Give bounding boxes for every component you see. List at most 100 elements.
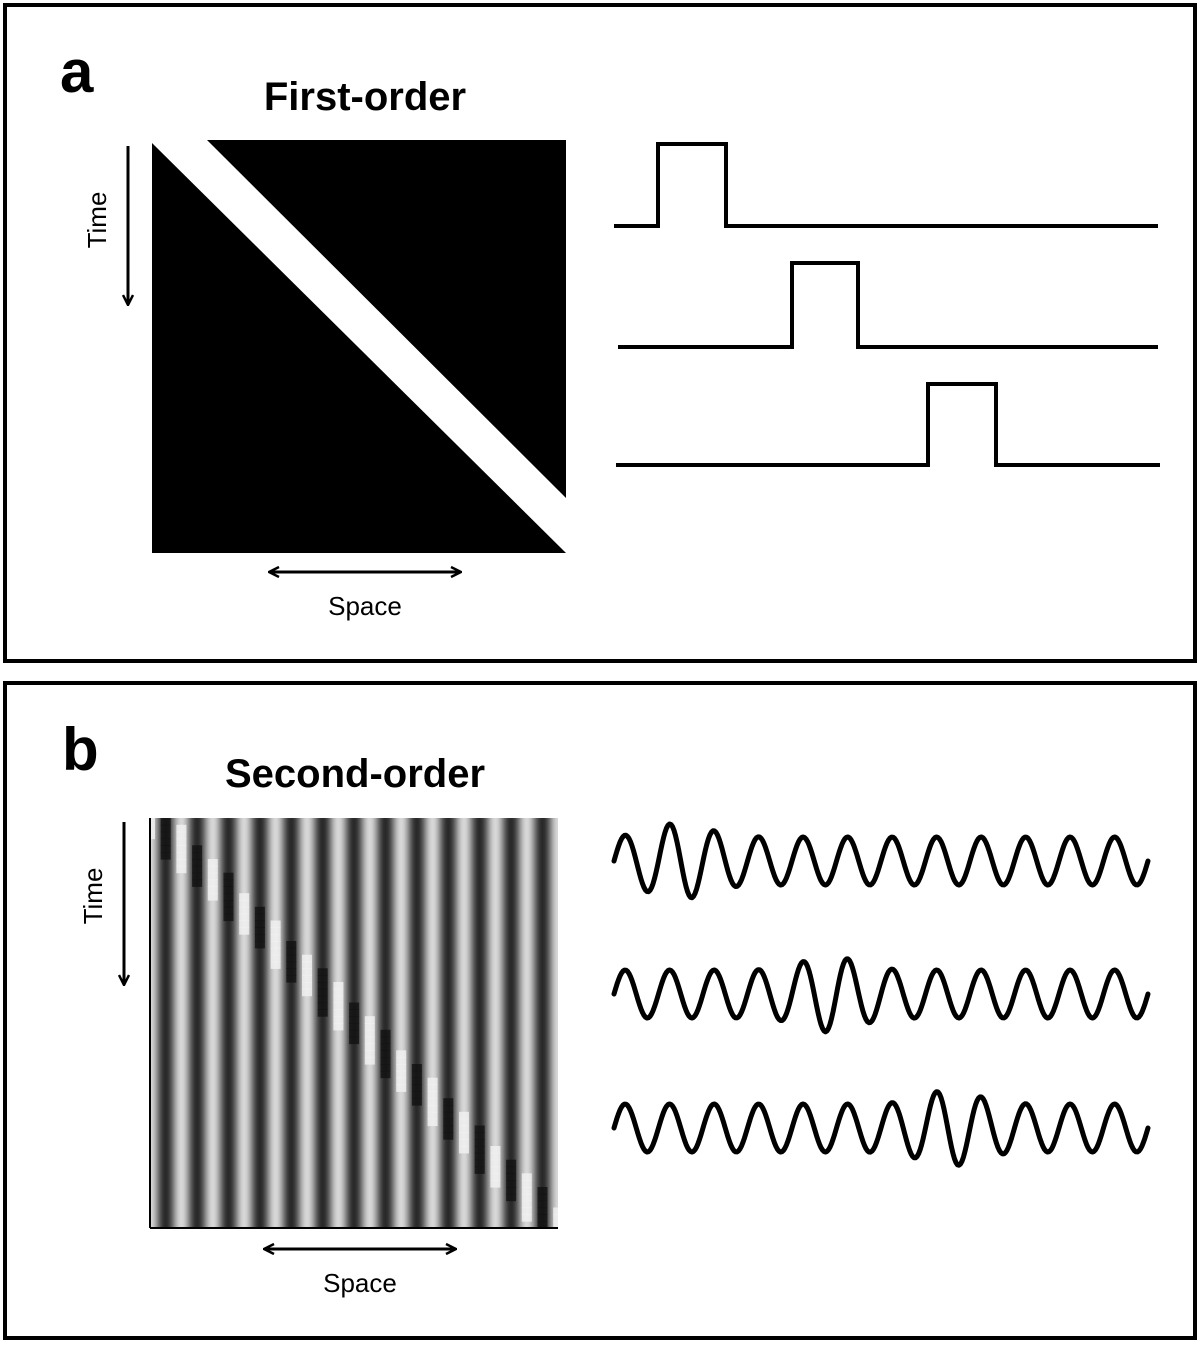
time-label: Time (78, 868, 108, 925)
modulation-patch (411, 1098, 422, 1106)
modulation-patch (176, 845, 187, 853)
modulation-patch (427, 1077, 438, 1086)
modulation-patch (349, 1029, 360, 1038)
modulation-patch (443, 1132, 454, 1140)
panel-a-title: First-order (264, 75, 466, 119)
modulation-patch (176, 859, 187, 867)
modulation-patch (192, 872, 203, 881)
modulation-patch (207, 865, 218, 874)
time-label: Time (82, 192, 112, 249)
pulse-trace (616, 382, 1160, 467)
modulation-patch (270, 920, 281, 928)
panel-a: a First-order Time Space (3, 3, 1197, 663)
modulation-patch (506, 1159, 517, 1168)
modulation-patch (380, 1043, 391, 1051)
modulation-patch (239, 893, 250, 901)
modulation-patch (490, 1146, 501, 1154)
modulation-patch (239, 920, 250, 928)
modulation-patch (333, 1016, 344, 1024)
modulation-patch (443, 1111, 454, 1120)
modulation-patch (254, 941, 265, 949)
modulation-patch (286, 941, 297, 949)
modulation-patch (176, 824, 187, 833)
modulation-patch (537, 1221, 548, 1228)
modulation-patch (490, 1173, 501, 1181)
modulation-patch (302, 975, 312, 983)
modulation-patch (176, 838, 187, 846)
modulation-patch (380, 1050, 391, 1058)
modulation-patch (333, 988, 344, 997)
modulation-patch (270, 941, 281, 949)
pulse-trace (614, 142, 1158, 228)
modulation-patch (333, 982, 344, 990)
modulation-patch (254, 927, 265, 935)
modulation-patch (207, 879, 218, 887)
modulation-patch (521, 1207, 532, 1215)
modulation-patch (443, 1098, 454, 1106)
modulation-patch (160, 831, 171, 840)
grating-plot (149, 818, 558, 1229)
modulation-patch (349, 1009, 360, 1017)
modulation-patch (411, 1091, 422, 1099)
modulation-patch (459, 1146, 469, 1154)
modulation-patch (223, 900, 234, 908)
modulation-patch (223, 893, 234, 901)
modulation-patch (364, 1050, 375, 1058)
modulation-patch (286, 954, 297, 963)
modulation-patch (474, 1125, 485, 1133)
modulation-patch (396, 1050, 407, 1058)
modulation-patch (553, 1214, 558, 1222)
modulation-patch (474, 1166, 485, 1174)
wave-trace (611, 1089, 1151, 1168)
modulation-patch (364, 1043, 375, 1051)
modulation-patch (223, 879, 234, 887)
modulation-patch (364, 1057, 375, 1065)
modulation-patch (270, 954, 281, 963)
modulation-patch (364, 1023, 375, 1031)
modulation-patch (411, 1064, 422, 1072)
panel-a-frame (3, 3, 1197, 663)
modulation-patch (411, 1077, 422, 1086)
modulation-patch (521, 1200, 532, 1209)
modulation-patch (474, 1159, 485, 1168)
panel-b-frame (3, 681, 1197, 1340)
modulation-band (150, 818, 558, 1228)
modulation-patch (553, 1207, 558, 1215)
modulation-patch (176, 852, 187, 860)
modulation-patch (223, 872, 234, 881)
modulation-patch (427, 1118, 438, 1127)
modulation-patch (286, 968, 297, 976)
modulation-patch (380, 1057, 391, 1065)
modulation-patch (427, 1105, 438, 1113)
modulation-patch (286, 975, 297, 983)
modulation-patch (459, 1132, 469, 1140)
modulation-patch (317, 1002, 328, 1010)
modulation-patch (270, 947, 281, 956)
modulation-patch (286, 961, 297, 969)
modulation-patch (239, 906, 250, 915)
modulation-patch (474, 1146, 485, 1154)
modulation-patch (192, 879, 203, 887)
modulation-patch (459, 1125, 469, 1133)
modulation-patch (317, 988, 328, 997)
modulation-patch (506, 1187, 517, 1195)
modulation-patch (239, 900, 250, 908)
modulation-patch (333, 1002, 344, 1010)
modulation-patch (396, 1084, 407, 1092)
plot-lower-region (152, 143, 566, 553)
modulation-patch (521, 1180, 532, 1188)
modulation-patch (239, 913, 250, 922)
wave-traces (611, 821, 1151, 1168)
panel-b-title: Second-order (225, 752, 485, 796)
modulation-patch (333, 1009, 344, 1017)
modulation-patch (192, 859, 203, 867)
modulation-patch (506, 1166, 517, 1174)
modulation-patch (302, 968, 312, 976)
space-time-plot (152, 140, 566, 553)
modulation-patch (239, 927, 250, 935)
modulation-patch (270, 934, 281, 942)
modulation-patch (192, 865, 203, 874)
modulation-patch (223, 913, 234, 922)
modulation-patch (396, 1064, 407, 1072)
modulation-patch (317, 975, 328, 983)
